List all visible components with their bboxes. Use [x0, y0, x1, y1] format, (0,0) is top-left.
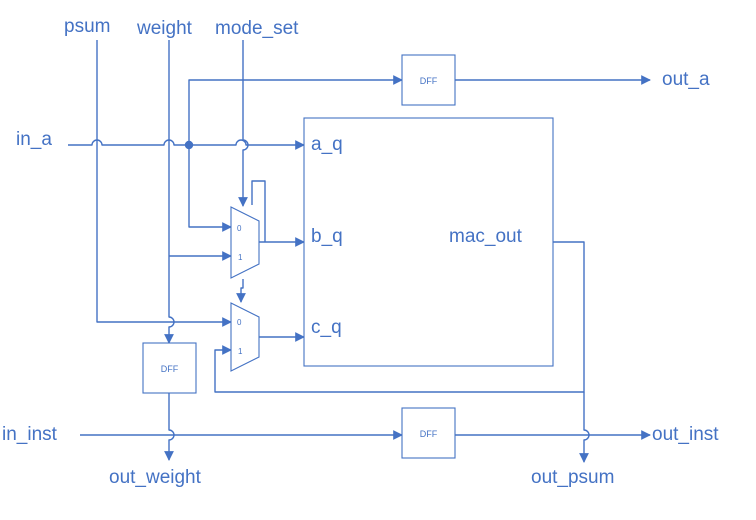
mux1-input-1-label: 1 — [238, 253, 243, 262]
port-mac-out: mac_out — [449, 226, 523, 247]
label-out-inst: out_inst — [652, 424, 719, 445]
port-a-q: a_q — [311, 134, 343, 155]
wire-in-a-to-dff-top — [188, 75, 403, 145]
label-in-a: in_a — [16, 129, 52, 150]
junction-dot-icon — [184, 140, 194, 150]
blocks — [142, 54, 554, 459]
port-c-q: c_q — [311, 317, 342, 338]
label-out-psum: out_psum — [531, 467, 614, 488]
label-in-inst: in_inst — [2, 424, 58, 445]
wires — [68, 40, 651, 463]
dff-label: DFF — [420, 429, 438, 439]
wire-out-psum — [579, 392, 590, 463]
wire-mux1-to-mux2-select — [236, 279, 246, 303]
label-out-a: out_a — [662, 69, 710, 90]
mux2-input-0-label: 0 — [237, 318, 242, 327]
wire-dff-left-out-weight — [164, 393, 175, 461]
label-weight: weight — [136, 18, 193, 39]
labels: psum weight mode_set in_a in_inst out_a … — [2, 16, 719, 488]
dff-icon — [401, 54, 456, 106]
dff-icon — [142, 342, 197, 394]
mux1-input-0-label: 0 — [237, 224, 242, 233]
dff-label: DFF — [420, 76, 438, 86]
mac-unit — [303, 117, 554, 367]
dff-icon — [401, 407, 456, 459]
mux2-input-1-label: 1 — [238, 347, 243, 356]
wire-weight — [164, 40, 175, 344]
mux-icon — [230, 302, 260, 372]
port-b-q: b_q — [311, 226, 343, 247]
wire-mac-out-feedback — [214, 241, 585, 393]
wire-in-a-to-mux1 — [188, 145, 232, 232]
wire-psum — [96, 40, 232, 327]
wire-mux1-feedback — [251, 180, 266, 242]
label-psum: psum — [64, 16, 110, 37]
label-mode-set: mode_set — [215, 18, 299, 39]
mux-icon — [230, 206, 260, 279]
wire-mode-set — [238, 40, 249, 207]
dff-label: DFF — [161, 364, 179, 374]
label-out-weight: out_weight — [109, 467, 202, 488]
